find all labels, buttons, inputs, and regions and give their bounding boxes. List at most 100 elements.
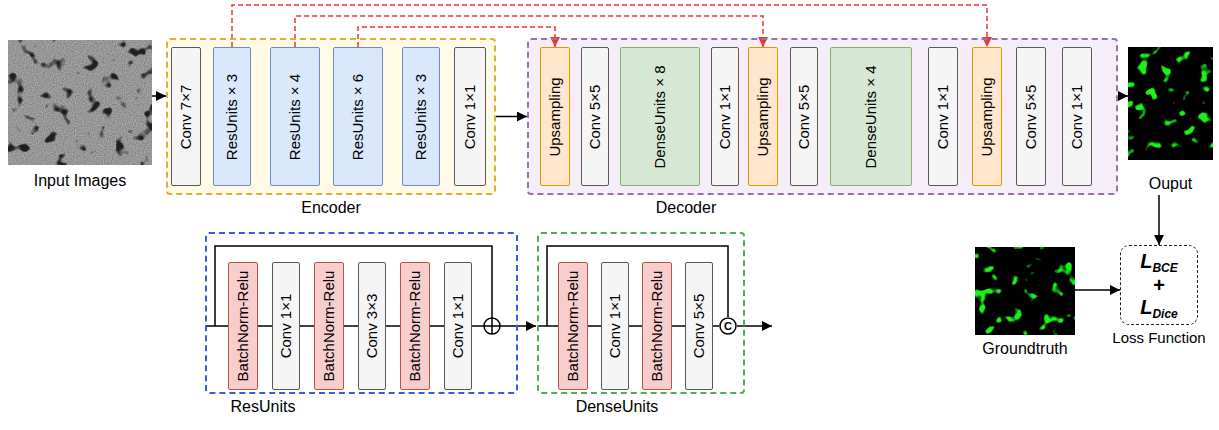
caption: Encoder <box>301 199 361 217</box>
layer-label: BatchNorm-Relu <box>407 271 424 382</box>
unit-line <box>472 325 484 327</box>
layer-label: Upsampling <box>979 77 996 156</box>
concat-symbol: C <box>719 317 737 335</box>
conv-block: Conv 5×5 <box>1016 47 1046 186</box>
loss-term: LDice <box>1140 295 1178 321</box>
batchnorm-block: BatchNorm-Relu <box>400 262 430 390</box>
layer-label: Conv 1×1 <box>278 294 295 359</box>
unit-output-arrow <box>737 325 772 327</box>
loss-function-box: LBCE+LDiceLoss Function <box>1120 245 1198 325</box>
output-image: Ouput <box>1128 47 1213 195</box>
conv-block: Conv 1×1 <box>454 47 486 186</box>
encoder-group: EncoderConv 7×7ResUnits × 3ResUnits × 4R… <box>166 38 496 195</box>
caption: Input Images <box>34 172 127 190</box>
input-pores <box>8 40 152 165</box>
layer-label: Conv 5×5 <box>1023 84 1040 149</box>
connector <box>1075 289 1120 291</box>
plus-sign: + <box>1153 275 1165 295</box>
connector <box>430 325 444 327</box>
add-symbol <box>484 318 500 334</box>
input-image: Input Images <box>8 40 152 192</box>
connector <box>1158 195 1160 245</box>
layer-label: BatchNorm-Relu <box>565 271 582 382</box>
upsampling-block: Upsampling <box>540 47 570 186</box>
conv-block: Conv 5×5 <box>581 47 609 186</box>
connector <box>629 325 642 327</box>
unit-input-line <box>537 325 558 327</box>
conv-block: Conv 5×5 <box>790 47 818 186</box>
layer-label: ResUnits × 6 <box>350 73 367 159</box>
unit-input-line <box>205 325 228 327</box>
layer-label: BatchNorm-Relu <box>649 271 666 382</box>
caption: Decoder <box>656 199 716 217</box>
output-segments <box>1128 47 1213 160</box>
layer-label: DenseUnits × 8 <box>652 65 669 168</box>
layer-label: Conv 5×5 <box>691 294 708 359</box>
batchnorm-block: BatchNorm-Relu <box>228 262 258 390</box>
connector <box>713 325 719 327</box>
connector <box>672 325 685 327</box>
layer-label: BatchNorm-Relu <box>235 271 252 382</box>
input-grain <box>8 40 152 165</box>
conv-block: Conv 1×1 <box>711 47 739 186</box>
batchnorm-block: BatchNorm-Relu <box>558 262 588 390</box>
skip-connection <box>358 27 555 47</box>
resunit-detail: ResUnitsBatchNorm-ReluConv 1×1BatchNorm-… <box>205 232 518 394</box>
layer-label: Conv 1×1 <box>935 84 952 149</box>
decoder-fill <box>527 38 1118 195</box>
groundtruth-background <box>975 247 1075 335</box>
conv-block: Conv 1×1 <box>601 262 629 390</box>
conv-block: Conv 1×1 <box>272 262 300 390</box>
resunit-block: ResUnits × 3 <box>213 47 251 186</box>
decoder-group: DecoderUpsamplingConv 5×5DenseUnits × 8C… <box>527 38 1118 195</box>
encoder-fill <box>166 38 496 195</box>
conv-block: Conv 7×7 <box>171 47 201 186</box>
loss-term: LBCE <box>1140 249 1178 275</box>
layer-label: ResUnits × 3 <box>413 73 430 159</box>
resunit-block: ResUnits × 4 <box>270 47 320 186</box>
connector <box>258 325 272 327</box>
denseunit-block: DenseUnits × 4 <box>830 47 912 186</box>
connector <box>588 325 601 327</box>
layer-label: Conv 1×1 <box>462 84 479 149</box>
caption: ResUnits <box>231 398 296 416</box>
batchnorm-block: BatchNorm-Relu <box>642 262 672 390</box>
conv-block: Conv 3×3 <box>358 262 386 390</box>
unit-output-arrow <box>500 325 536 327</box>
layer-label: Conv 1×1 <box>1069 84 1086 149</box>
connector <box>386 325 400 327</box>
groundtruth-segments <box>975 247 1075 335</box>
layer-label: Upsampling <box>547 77 564 156</box>
connector <box>152 95 166 97</box>
layer-label: ResUnits × 3 <box>224 73 241 159</box>
input-texture <box>8 40 152 165</box>
batchnorm-block: BatchNorm-Relu <box>314 262 344 390</box>
connector <box>1118 95 1128 97</box>
layer-label: DenseUnits × 4 <box>863 65 880 168</box>
conv-block: Conv 5×5 <box>685 262 713 390</box>
upsampling-block: Upsampling <box>748 47 778 186</box>
upsampling-block: Upsampling <box>972 47 1002 186</box>
layer-label: Conv 1×1 <box>717 84 734 149</box>
skip-connection <box>232 5 987 47</box>
layer-label: Conv 7×7 <box>178 84 195 149</box>
layer-label: Conv 1×1 <box>450 294 467 359</box>
conv-block: Conv 1×1 <box>1062 47 1092 186</box>
resunit-block: ResUnits × 6 <box>333 47 383 186</box>
denseunit-detail: DenseUnitsBatchNorm-ReluConv 1×1BatchNor… <box>537 232 745 394</box>
groundtruth-image: Groundtruth <box>975 247 1075 360</box>
layer-label: Conv 5×5 <box>587 84 604 149</box>
layer-label: Conv 5×5 <box>796 84 813 149</box>
skip-connection <box>295 16 763 47</box>
caption: Loss Function <box>1112 330 1205 347</box>
concat-label: C <box>724 321 732 332</box>
layer-label: Conv 1×1 <box>607 294 624 359</box>
circle-outline <box>720 318 736 334</box>
conv-block: Conv 1×1 <box>928 47 958 186</box>
layer-label: ResUnits × 4 <box>287 73 304 159</box>
caption: Groundtruth <box>982 340 1067 358</box>
connector <box>496 116 527 118</box>
output-background <box>1128 47 1213 160</box>
add-symbol-cross <box>484 318 500 334</box>
